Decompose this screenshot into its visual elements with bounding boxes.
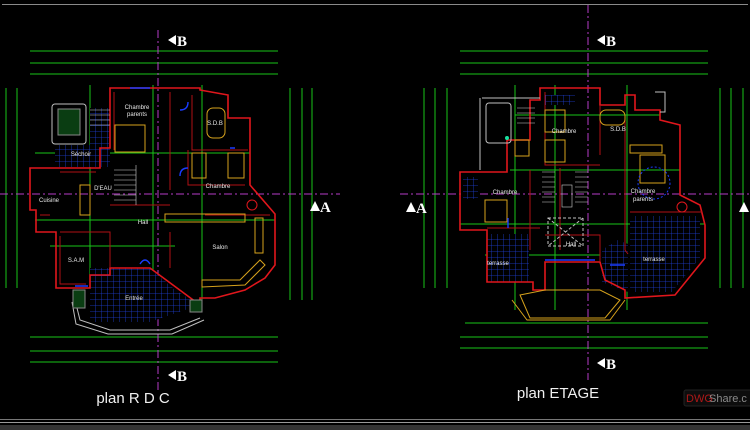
room-label-terrasse: terrasse <box>643 257 665 263</box>
plan-etage: Chambre S.D.B Chambre Chambre parents Ha… <box>400 5 750 402</box>
room-label-sdb: S.D.B <box>207 121 223 127</box>
dimension-lines <box>423 50 744 349</box>
watermark-text: Share.c <box>709 393 747 405</box>
section-arrow-icon <box>406 202 416 212</box>
section-mark-a-right: A <box>320 200 331 216</box>
room-label-chambre-parents: parents <box>127 112 147 118</box>
room-label-chambre-parents: Chambre <box>631 189 656 195</box>
section-mark-b-bottom: B <box>606 357 616 373</box>
section-arrow-icon <box>168 35 176 45</box>
room-label-cuisine: Cuisine <box>39 198 60 204</box>
section-mark-b-bottom: B <box>177 369 187 385</box>
plan-title-rdc: plan R D C <box>96 390 170 407</box>
room-label-chambre-parents: parents <box>633 197 653 203</box>
room-label-chambre: Chambre <box>552 129 577 135</box>
section-arrow-icon <box>597 35 605 45</box>
plan-rdc: Chambre parents S.D.B Séchoir D'EAU Cuis… <box>0 30 340 407</box>
room-label-deau: D'EAU <box>94 186 112 192</box>
room-label-chambre: Chambre <box>206 184 231 190</box>
room-label-sam: S.A.M <box>68 258 84 264</box>
room-label-terrasse: terrasse <box>487 261 509 267</box>
section-mark-b-top: B <box>606 34 616 50</box>
room-label-entree: Entrée <box>125 296 143 302</box>
section-arrow-icon <box>597 358 605 368</box>
section-arrow-icon <box>168 370 176 380</box>
section-mark-b-top: B <box>177 34 187 50</box>
plan-title-etage: plan ETAGE <box>517 385 599 402</box>
section-mark-a-left: A <box>416 201 427 217</box>
room-label-chambre: Chambre <box>493 190 518 196</box>
room-label-sdb: S.D.B <box>610 127 626 133</box>
section-arrow-icon <box>310 201 320 211</box>
room-label-sechoir: Séchoir <box>71 152 91 158</box>
room-label-hall: Hall <box>138 220 148 226</box>
watermark-logo: DWG Share.c <box>683 389 750 407</box>
frame <box>0 4 750 430</box>
section-arrow-icon <box>739 202 749 212</box>
watermark-text: DWG <box>686 393 713 405</box>
room-label-hall: Hall <box>566 242 576 248</box>
room-label-salon: Salon <box>212 245 227 251</box>
room-label-chambre-parents: Chambre <box>125 105 150 111</box>
